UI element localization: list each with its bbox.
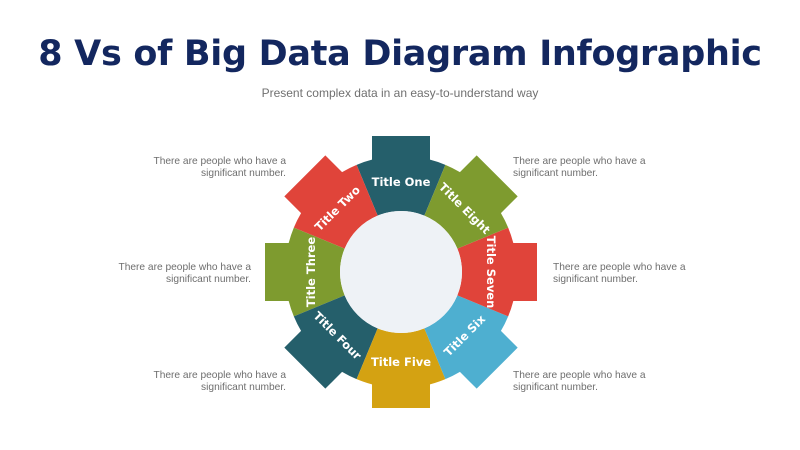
caption-line: significant number. — [201, 381, 286, 393]
segment-label: Title Five — [371, 355, 431, 369]
gear-segment-3 — [265, 227, 345, 317]
gear-segment-2 — [284, 155, 378, 249]
caption-top-left: There are people who have a significant … — [106, 156, 286, 179]
page-title: 8 Vs of Big Data Diagram Infographic — [38, 34, 762, 74]
caption-line: There are people who have a — [553, 262, 686, 273]
caption-line: significant number. — [166, 273, 251, 285]
caption-middle-right: There are people who have a significant … — [553, 262, 733, 285]
caption-line: significant number. — [201, 167, 286, 179]
caption-bottom-right: There are people who have a significant … — [513, 370, 693, 393]
segment-label: Title Seven — [484, 236, 498, 309]
caption-line: significant number. — [553, 273, 638, 285]
caption-line: significant number. — [513, 167, 598, 179]
center-circle — [340, 211, 462, 333]
caption-bottom-left: There are people who have a significant … — [106, 370, 286, 393]
caption-line: There are people who have a — [513, 156, 646, 167]
caption-line: There are people who have a — [118, 262, 251, 273]
caption-line: There are people who have a — [513, 370, 646, 381]
page-subtitle: Present complex data in an easy-to-under… — [261, 86, 539, 100]
gear-segment-1 — [356, 136, 446, 216]
caption-top-right: There are people who have a significant … — [513, 156, 693, 179]
caption-line: significant number. — [513, 381, 598, 393]
gear-segment-7 — [457, 227, 537, 317]
gear-segment-5 — [356, 328, 446, 408]
gear-segment-6 — [424, 295, 518, 389]
segment-label: Title One — [372, 175, 431, 189]
caption-line: There are people who have a — [153, 370, 286, 381]
caption-middle-left: There are people who have a significant … — [71, 262, 251, 285]
gear-segment-4 — [284, 295, 378, 389]
gear-segment-8 — [424, 155, 518, 249]
caption-line: There are people who have a — [153, 156, 286, 167]
segment-label: Title Three — [304, 237, 318, 308]
